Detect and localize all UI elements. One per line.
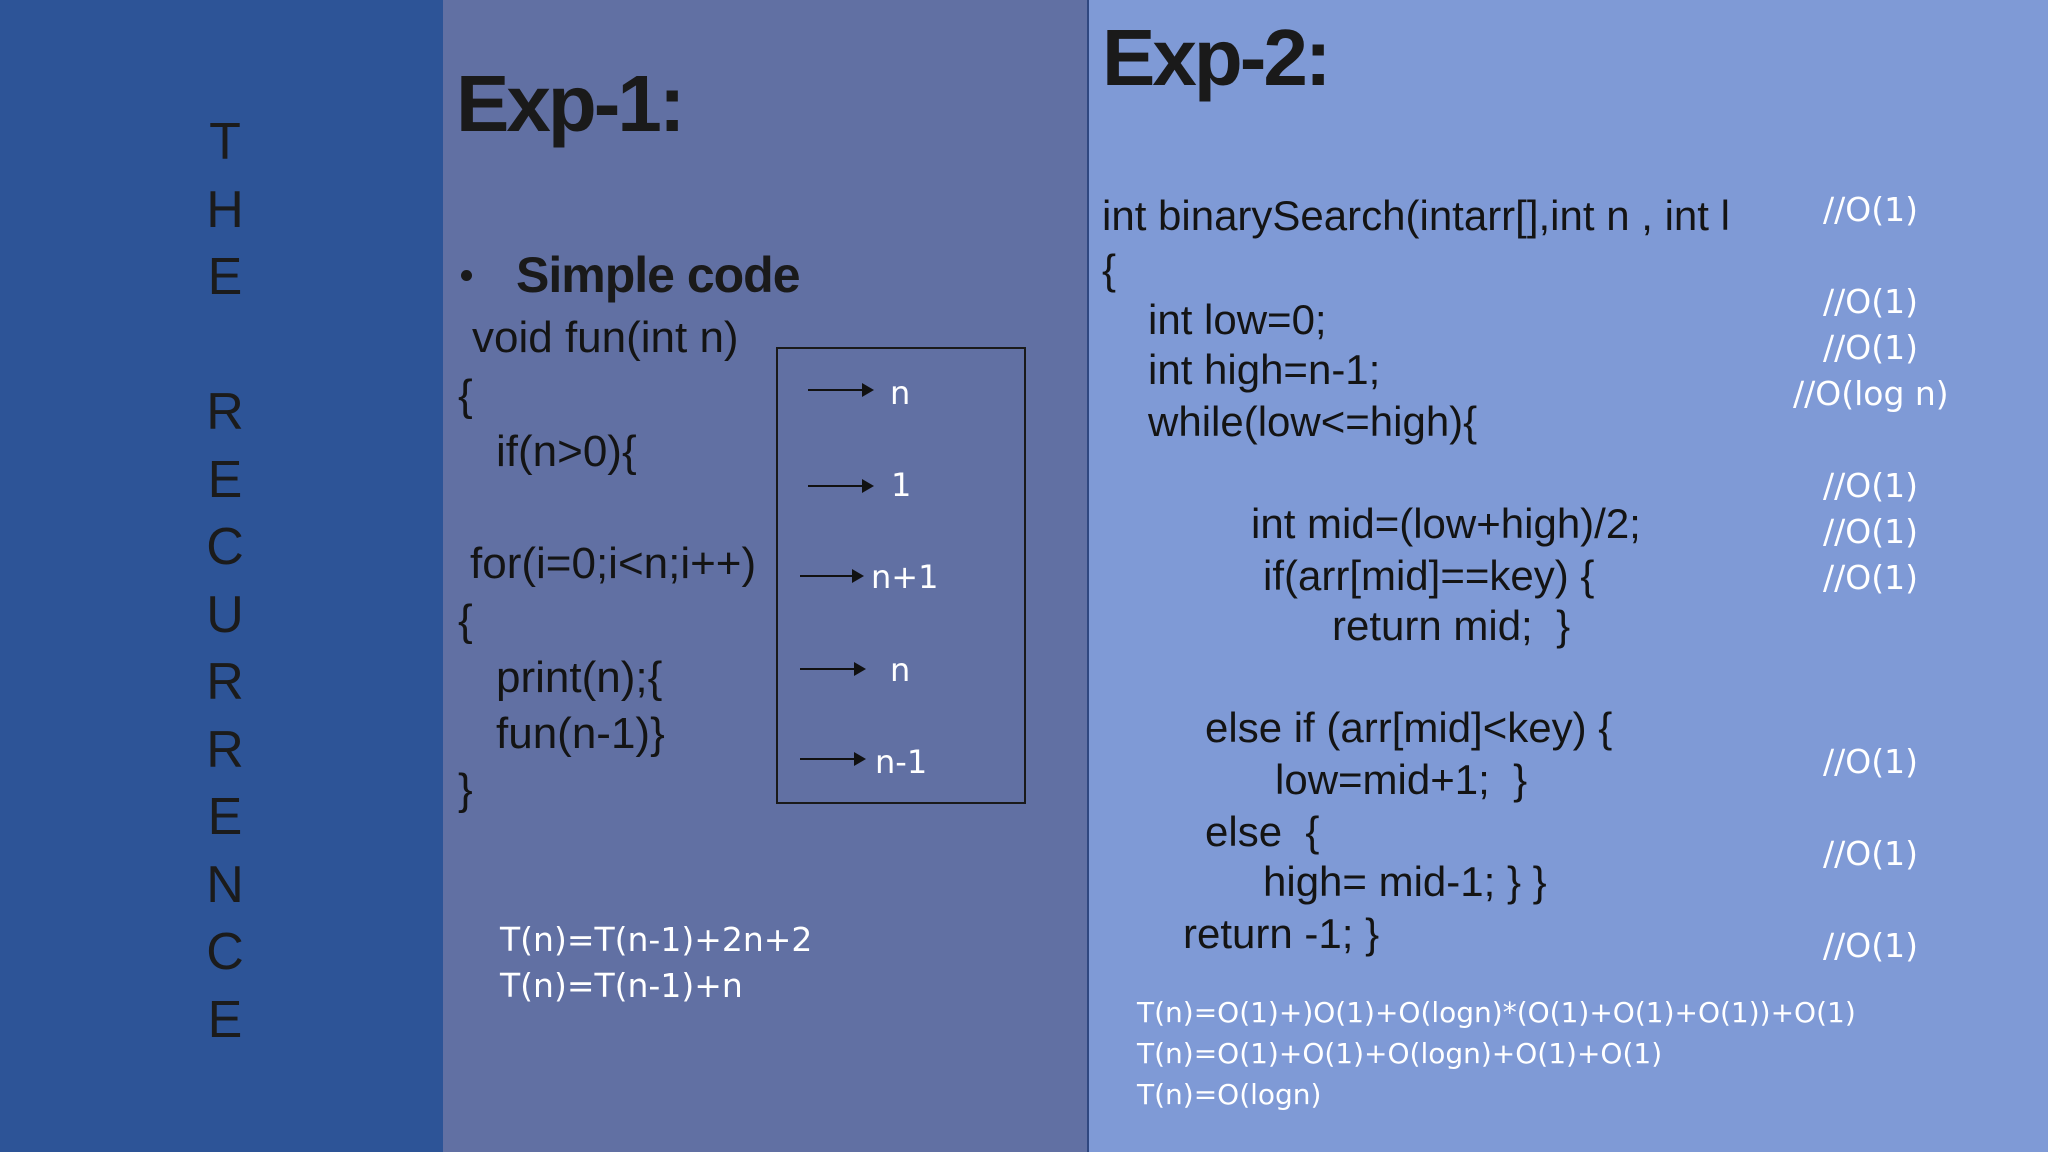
code-line: int high=n-1; [1148, 346, 1381, 393]
complexity-comment: //O(1) [1823, 512, 1918, 551]
complexity-comment: //O(1) [1823, 926, 1918, 965]
code-line: high= mid-1; } } [1263, 858, 1547, 905]
exp1-panel [443, 0, 1087, 1152]
box-label: n-1 [875, 743, 928, 781]
title-letter: N [206, 856, 244, 914]
exp1-bullet: Simple code [516, 247, 801, 303]
title-letter: C [206, 518, 244, 576]
title-letter: U [206, 586, 244, 644]
code-line: { [458, 371, 473, 420]
title-letter: E [207, 451, 243, 509]
code-line: int binarySearch(intarr[],int n , int l [1102, 192, 1730, 239]
complexity-comment: //O(1) [1823, 282, 1918, 321]
recurrence-line: T(n)=O(1)+)O(1)+O(logn)*(O(1)+O(1)+O(1))… [1137, 996, 1856, 1029]
code-line: for(i=0;i<n;i++) [470, 539, 757, 588]
exp1-heading: Exp-1: [456, 59, 685, 148]
code-line: else if (arr[mid]<key) { [1205, 704, 1613, 751]
code-line: if(n>0){ [496, 427, 637, 476]
arrow-right-icon [800, 569, 864, 583]
title-letter: R [206, 721, 244, 779]
code-line: return -1; } [1183, 910, 1380, 957]
code-line: { [1102, 246, 1117, 293]
bullet-icon [461, 270, 472, 281]
code-line: fun(n-1)} [496, 709, 665, 758]
title-letter: R [206, 383, 244, 441]
title-letter: H [206, 181, 244, 239]
box-label: 1 [891, 466, 912, 504]
complexity-comment: //O(1) [1823, 190, 1918, 229]
code-line: print(n);{ [496, 653, 663, 702]
code-line: { [458, 596, 473, 645]
recurrence-line: T(n)=T(n-1)+2n+2 [500, 920, 813, 959]
complexity-comment: //O(1) [1823, 466, 1918, 505]
title-letter: R [206, 653, 244, 711]
box-label: n+1 [871, 558, 939, 596]
recurrence-line: T(n)=O(logn) [1137, 1078, 1322, 1111]
box-label: n [890, 651, 911, 689]
code-line: if(arr[mid]==key) { [1263, 552, 1595, 599]
title-letter: E [207, 788, 243, 846]
complexity-comment: //O(1) [1823, 834, 1918, 873]
complexity-comment: //O(log n) [1793, 374, 1949, 413]
box-label: n [890, 374, 911, 412]
recurrence-line: T(n)=T(n-1)+n [500, 966, 743, 1005]
code-line: void fun(int n) [472, 313, 739, 362]
code-line: int low=0; [1148, 296, 1327, 343]
left-title-panel [0, 0, 443, 1152]
complexity-comment: //O(1) [1823, 328, 1918, 367]
title-letter: T [209, 113, 241, 171]
arrow-right-icon [800, 662, 866, 676]
title-letter: C [206, 923, 244, 981]
code-line: else { [1205, 808, 1320, 855]
recurrence-line: T(n)=O(1)+O(1)+O(logn)+O(1)+O(1) [1137, 1037, 1663, 1070]
code-line: int mid=(low+high)/2; [1251, 500, 1641, 547]
exp2-panel [1087, 0, 2048, 1152]
code-line: return mid; } [1332, 602, 1571, 649]
title-letter: E [207, 248, 243, 306]
arrow-right-icon [800, 752, 866, 766]
complexity-comment: //O(1) [1823, 558, 1918, 597]
arrow-right-icon [808, 479, 874, 493]
code-line: while(low<=high){ [1148, 398, 1478, 445]
cost-box [776, 347, 1026, 804]
title-letter: E [207, 991, 243, 1049]
complexity-comment: //O(1) [1823, 742, 1918, 781]
exp2-heading: Exp-2: [1102, 13, 1331, 102]
arrow-right-icon [808, 383, 874, 397]
code-line: } [458, 765, 473, 814]
code-line: low=mid+1; } [1275, 756, 1528, 803]
